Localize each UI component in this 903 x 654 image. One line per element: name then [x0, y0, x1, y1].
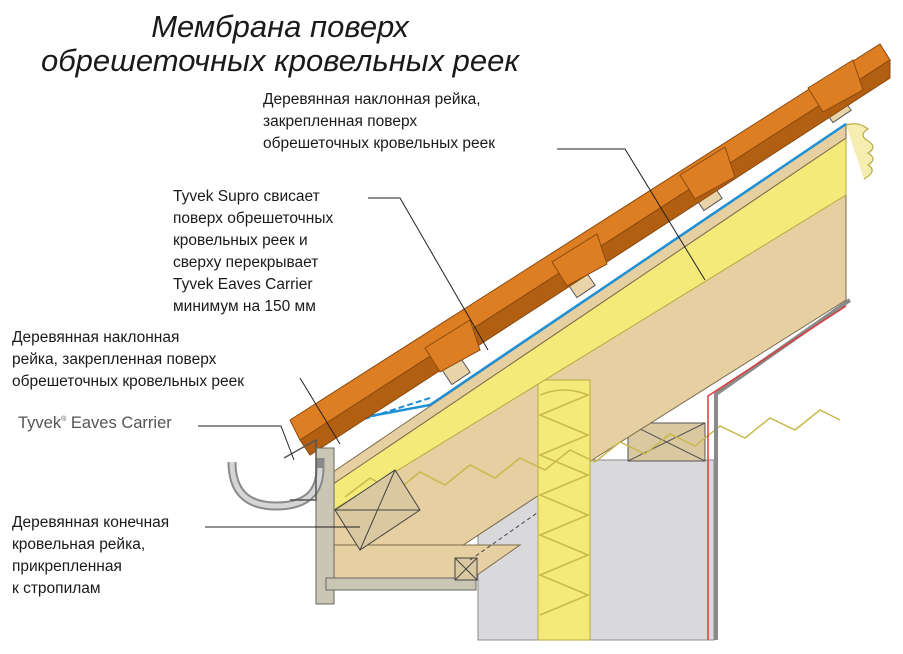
- insulation-end: [845, 123, 874, 180]
- eaves-product: Eaves Carrier: [70, 414, 172, 432]
- label-line: Деревянная конечная: [12, 514, 170, 531]
- label-line: закрепленная поверх: [263, 113, 418, 130]
- roof-tiles: [289, 43, 891, 456]
- vapour-control-layer: [707, 305, 847, 640]
- label-top-batten: Деревянная наклонная рейка, закрепленная…: [263, 89, 495, 155]
- wall-lining: [714, 298, 852, 640]
- label-eaves-carrier: Tyvek® Eaves Carrier: [18, 414, 172, 433]
- label-line: Tyvek Eaves Carrier: [173, 276, 313, 293]
- roof-insulation-pattern: [344, 409, 841, 498]
- eaves-brand: Tyvek: [18, 414, 62, 432]
- label-line: минимум на 150 мм: [173, 298, 316, 315]
- diagram-title: Мембрана поверх обрешеточных кровельных …: [0, 10, 560, 78]
- registered-mark: ®: [61, 416, 67, 423]
- label-line: поверх обрешеточных: [173, 210, 334, 227]
- label-line: кровельная рейка,: [12, 536, 146, 553]
- label-line: Деревянная наклонная: [12, 329, 180, 346]
- title-line-2: обрешеточных кровельных реек: [40, 43, 520, 78]
- leader-lines: [198, 148, 706, 528]
- label-line: к стропилам: [12, 580, 101, 597]
- label-line: прикрепленная: [12, 558, 122, 575]
- label-line: кровельных реек и: [173, 232, 308, 249]
- label-line: Деревянная наклонная рейка,: [263, 91, 481, 108]
- label-lower-batten: Деревянная наклонная рейка, закрепленная…: [12, 327, 244, 393]
- label-line: Tyvek Supro свисает: [173, 188, 320, 205]
- label-line: обрешеточных кровельных реек: [263, 135, 496, 152]
- wall-insulation-pattern: [538, 389, 590, 616]
- gutter-hanger: [283, 438, 317, 501]
- title-line-1: Мембрана поверх: [151, 9, 409, 44]
- label-line: рейка, закрепленная поверх: [12, 351, 217, 368]
- wall-insulation: [537, 379, 591, 641]
- label-line: обрешеточных кровельных реек: [12, 373, 245, 390]
- soffit-board: [325, 577, 477, 591]
- label-end-batten: Деревянная конечная кровельная рейка, пр…: [12, 512, 169, 600]
- label-tyvek-supro: Tyvek Supro свисает поверх обрешеточных …: [173, 186, 333, 318]
- label-line: сверху перекрывает: [173, 254, 319, 271]
